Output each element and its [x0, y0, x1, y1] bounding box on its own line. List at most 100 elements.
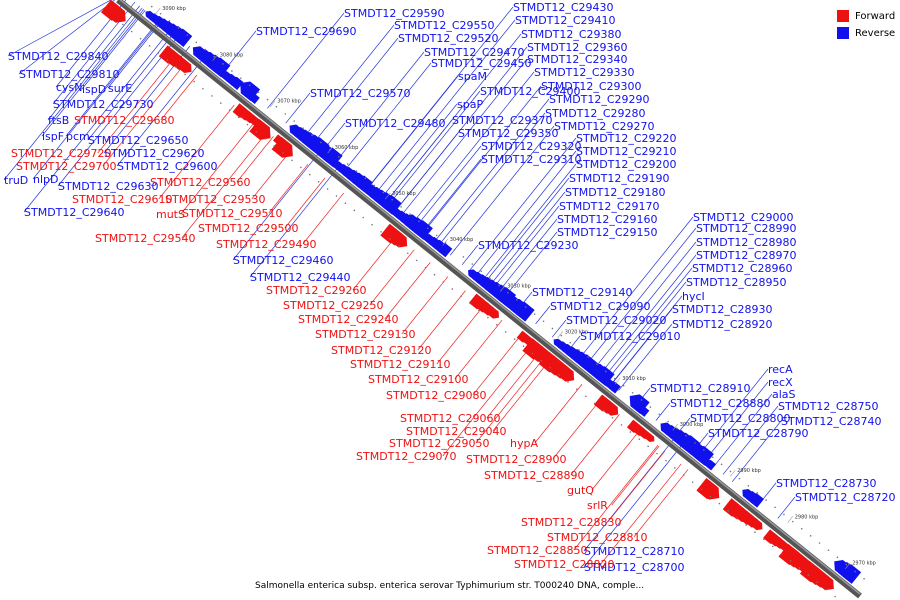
gene-label[interactable]: STMDT12_C28820	[514, 558, 615, 571]
gene-label[interactable]: STMDT12_C29610	[72, 193, 173, 206]
gene-label[interactable]: pcm	[66, 130, 90, 143]
gene-label[interactable]: STMDT12_C29240	[298, 313, 399, 326]
gene-label[interactable]: nlpD	[33, 173, 58, 186]
gene-label[interactable]: STMDT12_C29730	[53, 98, 154, 111]
gene-label[interactable]: STMDT12_C29570	[310, 87, 411, 100]
gene-label[interactable]: STMDT12_C29100	[368, 373, 469, 386]
gene-label[interactable]: STMDT12_C29320	[481, 140, 582, 153]
gene-label[interactable]: ispD	[82, 83, 106, 96]
gene-label[interactable]: STMDT12_C28950	[686, 276, 787, 289]
gene-label[interactable]: STMDT12_C28720	[795, 491, 896, 504]
gene-label[interactable]: hypA	[510, 437, 538, 450]
gene-label[interactable]: STMDT12_C29600	[117, 160, 218, 173]
gene-label[interactable]: STMDT12_C29170	[559, 200, 660, 213]
gene-label[interactable]: STMDT12_C29160	[557, 213, 658, 226]
gene-label[interactable]: STMDT12_C29620	[104, 147, 205, 160]
gene-label[interactable]: STMDT12_C28980	[696, 236, 797, 249]
gene-label[interactable]: STMDT12_C29430	[513, 1, 614, 14]
gene-label[interactable]: STMDT12_C29630	[58, 180, 159, 193]
gene-label[interactable]: STMDT12_C29440	[250, 271, 351, 284]
gene-label[interactable]: STMDT12_C29270	[554, 120, 655, 133]
gene-label[interactable]: STMDT12_C28890	[484, 469, 585, 482]
gene-label[interactable]: STMDT12_C29720	[11, 147, 112, 160]
gene-label[interactable]: STMDT12_C29690	[256, 25, 357, 38]
gene-label[interactable]: mutS	[156, 208, 185, 221]
gene-label[interactable]: STMDT12_C29060	[400, 412, 501, 425]
gene-label[interactable]: STMDT12_C29460	[233, 254, 334, 267]
gene-label[interactable]: STMDT12_C29410	[515, 14, 616, 27]
gene-label[interactable]: STMDT12_C29510	[182, 207, 283, 220]
gene-label[interactable]: STMDT12_C29290	[549, 93, 650, 106]
gene-label[interactable]: alaS	[772, 388, 796, 401]
gene-label[interactable]: STMDT12_C29000	[693, 211, 794, 224]
gene-label[interactable]: recX	[768, 376, 793, 389]
gene-label[interactable]: STMDT12_C28960	[692, 262, 793, 275]
gene-label[interactable]: STMDT12_C29520	[398, 32, 499, 45]
gene-label[interactable]: STMDT12_C29810	[19, 68, 120, 81]
gene-label[interactable]: STMDT12_C29220	[576, 132, 677, 145]
gene-label[interactable]: STMDT12_C29120	[331, 344, 432, 357]
gene-label[interactable]: STMDT12_C29040	[406, 425, 507, 438]
gene-label[interactable]: STMDT12_C29500	[198, 222, 299, 235]
gene-label[interactable]: STMDT12_C29550	[394, 19, 495, 32]
gene-label[interactable]: spaP	[457, 98, 483, 111]
gene-label[interactable]: STMDT12_C29330	[534, 66, 635, 79]
gene-label[interactable]: STMDT12_C28970	[696, 249, 797, 262]
gene-label[interactable]: ispF	[42, 130, 64, 143]
gene-label[interactable]: STMDT12_C28880	[670, 397, 771, 410]
gene-label[interactable]: spaM	[458, 70, 487, 83]
gene-label[interactable]: STMDT12_C29260	[266, 284, 367, 297]
gene-label[interactable]: STMDT12_C29280	[545, 107, 646, 120]
gene-label[interactable]: STMDT12_C29360	[527, 41, 628, 54]
gene-label[interactable]: STMDT12_C29450	[431, 57, 532, 70]
gene-label[interactable]: STMDT12_C29700	[16, 160, 117, 173]
gene-label[interactable]: STMDT12_C28930	[672, 303, 773, 316]
gene-label[interactable]: STMDT12_C29010	[580, 330, 681, 343]
gene-label[interactable]: STMDT12_C29530	[165, 193, 266, 206]
gene-label[interactable]: STMDT12_C29110	[350, 358, 451, 371]
gene-label[interactable]: STMDT12_C28740	[781, 415, 882, 428]
gene-label[interactable]: STMDT12_C28810	[547, 531, 648, 544]
gene-label[interactable]: STMDT12_C28750	[778, 400, 879, 413]
gene-label[interactable]: STMDT12_C29680	[74, 114, 175, 127]
gene-label[interactable]: gutQ	[567, 484, 594, 497]
gene-label[interactable]: STMDT12_C29480	[345, 117, 446, 130]
gene-label[interactable]: STMDT12_C29130	[315, 328, 416, 341]
gene-label[interactable]: STMDT12_C29350	[458, 127, 559, 140]
gene-label[interactable]: STMDT12_C29210	[576, 145, 677, 158]
gene-label[interactable]: srlR	[587, 499, 608, 512]
gene-label[interactable]: STMDT12_C29310	[481, 153, 582, 166]
gene-label[interactable]: STMDT12_C29840	[8, 50, 109, 63]
gene-label[interactable]: STMDT12_C28800	[690, 412, 791, 425]
gene-label[interactable]: STMDT12_C29470	[424, 46, 525, 59]
gene-label[interactable]: surE	[108, 82, 132, 95]
gene-label[interactable]: STMDT12_C29230	[478, 239, 579, 252]
gene-label[interactable]: STMDT12_C29090	[550, 300, 651, 313]
gene-label[interactable]: STMDT12_C29020	[566, 314, 667, 327]
gene-label[interactable]: STMDT12_C28910	[650, 382, 751, 395]
gene-label[interactable]: STMDT12_C28830	[521, 516, 622, 529]
gene-label[interactable]: STMDT12_C28730	[776, 477, 877, 490]
gene-label[interactable]: STMDT12_C29080	[386, 389, 487, 402]
gene-label[interactable]: STMDT12_C29070	[356, 450, 457, 463]
gene-label[interactable]: STMDT12_C29150	[557, 226, 658, 239]
gene-label[interactable]: STMDT12_C29560	[150, 176, 251, 189]
gene-label[interactable]: hycI	[682, 290, 705, 303]
gene-label[interactable]: recA	[768, 363, 793, 376]
gene-label[interactable]: ftsB	[48, 114, 69, 127]
gene-label[interactable]: STMDT12_C28790	[708, 427, 809, 440]
gene-label[interactable]: STMDT12_C29300	[541, 80, 642, 93]
gene-label[interactable]: STMDT12_C29590	[344, 7, 445, 20]
gene-label[interactable]: STMDT12_C28700	[584, 561, 685, 574]
gene-label[interactable]: STMDT12_C29540	[95, 232, 196, 245]
gene-label[interactable]: STMDT12_C28850	[487, 544, 588, 557]
gene-label[interactable]: STMDT12_C29400	[480, 85, 581, 98]
gene-label[interactable]: STMDT12_C29640	[24, 206, 125, 219]
gene-label[interactable]: STMDT12_C29650	[88, 134, 189, 147]
gene-label[interactable]: STMDT12_C29340	[527, 53, 628, 66]
gene-label[interactable]: STMDT12_C28920	[672, 318, 773, 331]
gene-label[interactable]: STMDT12_C29250	[283, 299, 384, 312]
gene-label[interactable]: STMDT12_C29490	[216, 238, 317, 251]
gene-label[interactable]: STMDT12_C29380	[521, 28, 622, 41]
gene-label[interactable]: STMDT12_C28900	[466, 453, 567, 466]
